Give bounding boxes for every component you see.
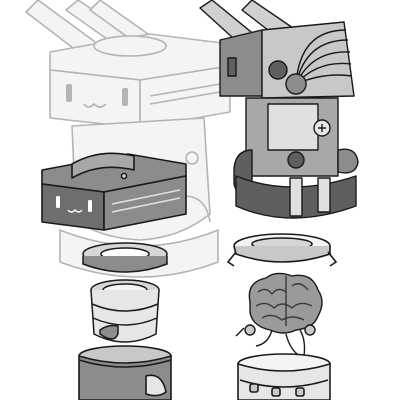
head-cube-front (41, 183, 105, 231)
head-cube-face (56, 196, 92, 212)
open-jar (237, 353, 331, 400)
head-cube-turret (71, 152, 135, 179)
mechanism-head-box (219, 29, 263, 97)
ghost-face (66, 84, 128, 106)
flat-ring (82, 242, 168, 273)
head-cube-side (103, 175, 187, 231)
ring-unit (90, 279, 160, 343)
head-cube (41, 152, 187, 231)
ghost-head-side (139, 65, 231, 129)
ghost-assembled-unit (25, 0, 231, 278)
lower-tank (78, 345, 172, 400)
jar-lid (226, 233, 338, 267)
inner-mechanism (199, 0, 359, 219)
radiator-fan (261, 21, 355, 99)
brain (235, 272, 323, 357)
ghost-turret-ring (93, 35, 167, 57)
